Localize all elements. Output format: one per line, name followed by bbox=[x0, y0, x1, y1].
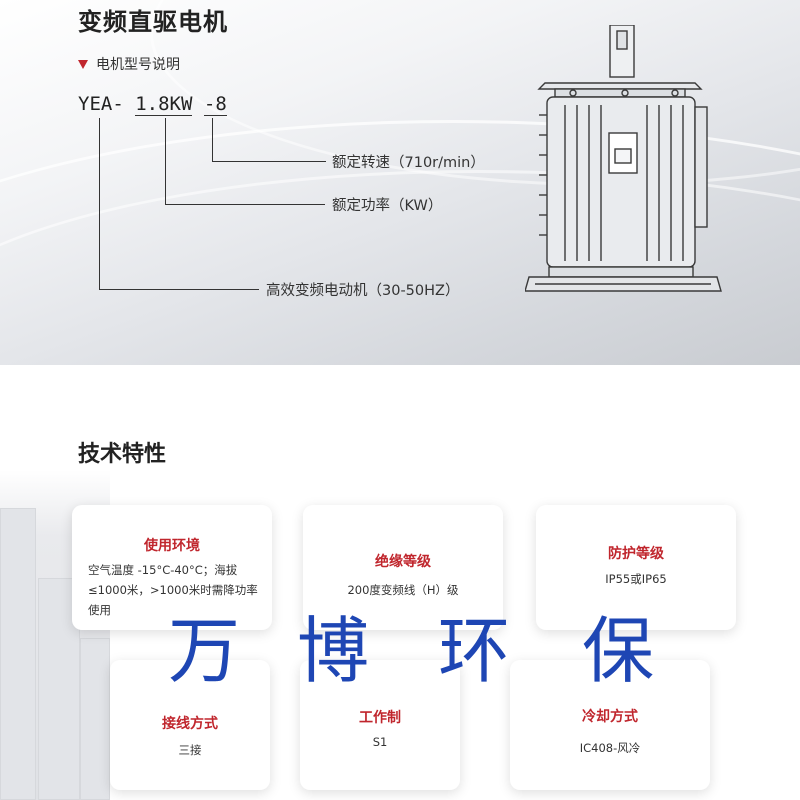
card-text: S1 bbox=[372, 735, 388, 749]
feature-card-environment: 使用环境 空气温度 -15°C-40°C；海拔≤1000米，>1000米时需降功… bbox=[72, 505, 272, 630]
triangle-marker-icon bbox=[78, 59, 88, 69]
model-description-panel: 变频直驱电机 电机型号说明 YEA- 1.8KW -8 额定转速（710r/mi… bbox=[0, 0, 800, 365]
feature-card-cooling: 冷却方式 IC408-风冷 bbox=[510, 660, 710, 790]
card-title: 防护等级 bbox=[608, 546, 664, 562]
card-text: 空气温度 -15°C-40°C；海拔≤1000米，>1000米时需降功率使用 bbox=[88, 563, 258, 617]
watermark-char: 万 bbox=[168, 609, 241, 693]
leader-line-type bbox=[99, 289, 259, 290]
leader-line-power bbox=[165, 118, 166, 204]
motor-illustration bbox=[525, 25, 722, 292]
card-text: IP55或IP65 bbox=[605, 572, 667, 586]
background-building bbox=[0, 508, 36, 800]
card-text: IC408-风冷 bbox=[579, 741, 641, 755]
section-title: 技术特性 bbox=[78, 442, 167, 467]
subheading-text: 电机型号说明 bbox=[96, 57, 180, 73]
background-building bbox=[80, 638, 110, 800]
card-text: 200度变频线（H）级 bbox=[347, 583, 459, 597]
card-title: 冷却方式 bbox=[582, 709, 638, 725]
feature-card-duty: 工作制 S1 bbox=[300, 660, 460, 790]
model-code: YEA- 1.8KW -8 bbox=[78, 93, 227, 116]
model-subheading: 电机型号说明 bbox=[78, 54, 180, 74]
card-title: 工作制 bbox=[359, 710, 401, 726]
model-speed: -8 bbox=[203, 93, 227, 116]
watermark-char: 保 bbox=[582, 609, 655, 693]
rated-speed-label: 额定转速（710r/min） bbox=[332, 155, 485, 171]
card-title: 绝缘等级 bbox=[375, 554, 431, 570]
card-title: 接线方式 bbox=[162, 716, 218, 732]
feature-card-protection: 防护等级 IP55或IP65 bbox=[536, 505, 736, 630]
bg-swoosh bbox=[0, 170, 800, 365]
feature-card-insulation: 绝缘等级 200度变频线（H）级 bbox=[303, 505, 503, 630]
leader-line-speed bbox=[212, 118, 213, 161]
model-prefix: YEA- bbox=[78, 93, 124, 115]
motor-type-label: 高效变频电动机（30-50HZ） bbox=[266, 283, 460, 299]
model-power: 1.8KW bbox=[135, 93, 193, 116]
feature-card-wiring: 接线方式 三接 bbox=[110, 660, 270, 790]
leader-line-type bbox=[99, 118, 100, 289]
card-title: 使用环境 bbox=[144, 538, 200, 554]
leader-line-speed bbox=[212, 161, 326, 162]
page-title: 变频直驱电机 bbox=[78, 8, 228, 36]
card-text: 三接 bbox=[178, 743, 202, 757]
leader-line-power bbox=[165, 204, 325, 205]
watermark-char: 环 bbox=[438, 609, 511, 693]
rated-power-label: 额定功率（KW） bbox=[332, 198, 443, 214]
watermark-char: 博 bbox=[297, 609, 370, 693]
